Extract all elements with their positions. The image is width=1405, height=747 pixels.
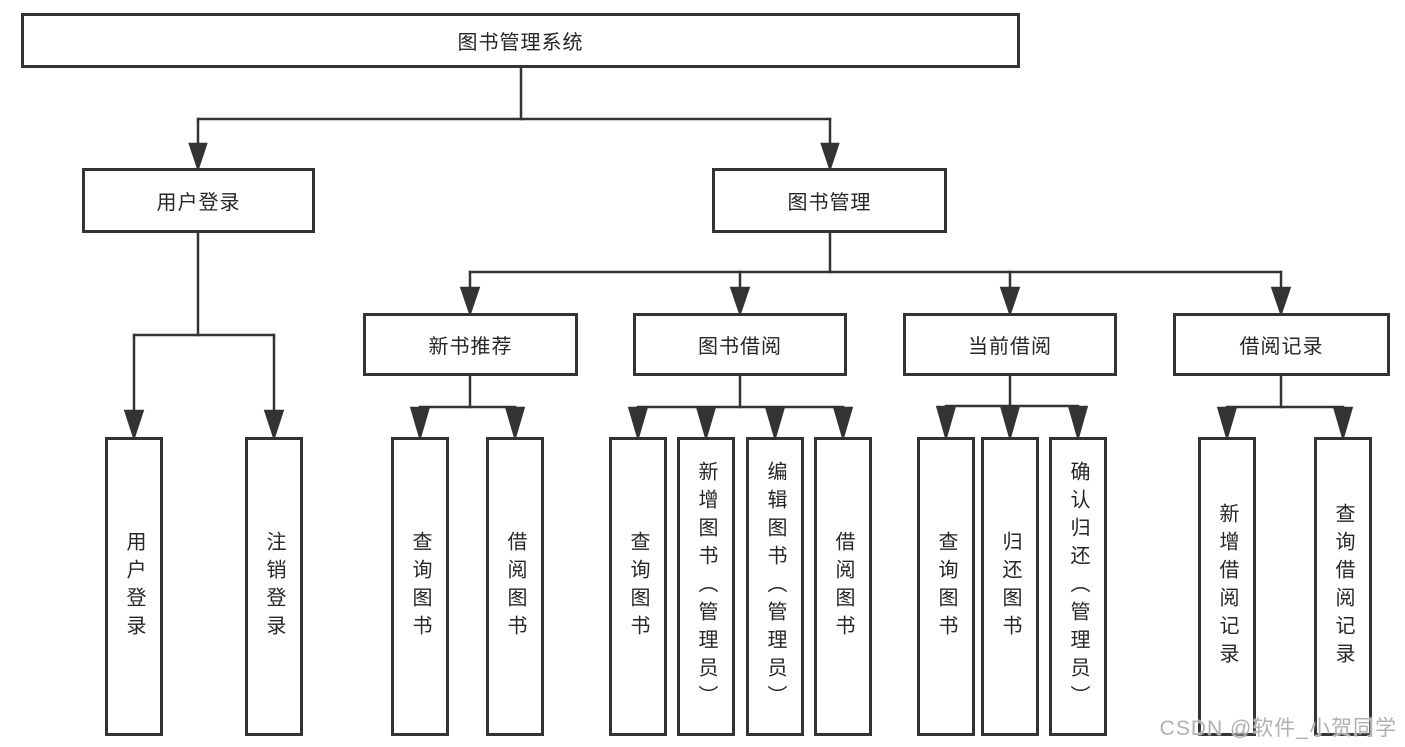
leaf-query-books-borrow: 查询图书 (609, 437, 667, 736)
leaf-label: 查询图书 (409, 530, 431, 643)
node-book-borrowing: 图书借阅 (633, 313, 847, 376)
leaf-label: 借阅图书 (832, 530, 854, 643)
node-current-borrowing: 当前借阅 (903, 313, 1117, 376)
node-label: 图书管理 (787, 192, 872, 214)
leaf-borrow-books-recommend: 借阅图书 (486, 437, 544, 736)
leaf-confirm-return-admin: 确认归还（管理员） (1049, 437, 1107, 736)
leaf-label: 归还图书 (999, 530, 1021, 643)
leaf-query-borrow-record: 查询借阅记录 (1314, 437, 1372, 736)
node-label: 图书借阅 (698, 336, 782, 358)
leaf-edit-books-admin: 编辑图书（管理员） (746, 437, 804, 736)
leaf-label: 新增借阅记录 (1216, 502, 1238, 671)
node-label: 图书管理系统 (457, 32, 584, 54)
node-book-management: 图书管理 (712, 168, 947, 233)
leaf-query-books-recommend: 查询图书 (391, 437, 449, 736)
leaf-label: 编辑图书（管理员） (764, 460, 786, 713)
leaf-label: 新增图书（管理员） (695, 460, 717, 713)
leaf-label: 借阅图书 (504, 530, 526, 643)
leaf-query-books-current: 查询图书 (917, 437, 975, 736)
leaf-label: 查询图书 (627, 530, 649, 643)
node-label: 当前借阅 (968, 336, 1052, 358)
leaf-label: 查询借阅记录 (1332, 502, 1354, 671)
node-label: 用户登录 (156, 192, 241, 214)
leaf-logout: 注销登录 (245, 437, 303, 736)
node-borrowing-records: 借阅记录 (1173, 313, 1390, 376)
node-library-management-system: 图书管理系统 (21, 13, 1020, 68)
leaf-borrow-books: 借阅图书 (814, 437, 872, 736)
leaf-add-books-admin: 新增图书（管理员） (677, 437, 735, 736)
leaf-add-borrow-record: 新增借阅记录 (1198, 437, 1256, 736)
leaf-label: 确认归还（管理员） (1067, 460, 1089, 713)
node-label: 借阅记录 (1239, 336, 1324, 358)
leaf-label: 用户登录 (123, 530, 145, 643)
node-label: 新书推荐 (428, 336, 513, 358)
leaf-label: 注销登录 (263, 530, 285, 643)
watermark-text: CSDN @软件_小贺同学 (1159, 717, 1397, 740)
node-new-book-recommendation: 新书推荐 (363, 313, 578, 376)
leaf-label: 查询图书 (935, 530, 957, 643)
leaf-user-login: 用户登录 (105, 437, 163, 736)
node-user-login: 用户登录 (82, 168, 315, 233)
leaf-return-books: 归还图书 (981, 437, 1039, 736)
